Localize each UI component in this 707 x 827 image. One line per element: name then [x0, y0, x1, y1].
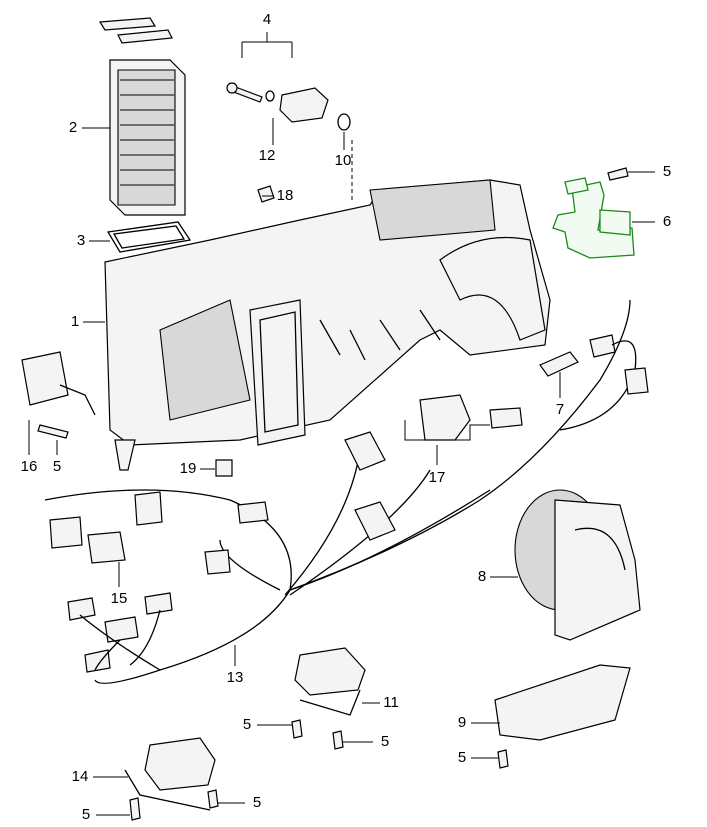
part-cover-9[interactable]: [494, 664, 631, 741]
callout-5[interactable]: 5: [242, 716, 252, 733]
callout-1[interactable]: 1: [70, 313, 80, 330]
part-plug-19[interactable]: [215, 459, 233, 477]
callout-5[interactable]: 5: [52, 458, 62, 475]
callout-5[interactable]: 5: [457, 749, 467, 766]
callout-9[interactable]: 9: [457, 714, 467, 731]
callout-13[interactable]: 13: [226, 669, 244, 686]
part-screw-5-top[interactable]: [607, 167, 629, 181]
part-wiring-harness[interactable]: [44, 299, 631, 684]
callout-14[interactable]: 14: [71, 768, 89, 785]
part-o-ring-10[interactable]: [337, 113, 351, 131]
callout-5[interactable]: 5: [252, 794, 262, 811]
callout-10[interactable]: 10: [334, 152, 352, 169]
part-blower-motor-8[interactable]: [514, 489, 641, 641]
part-actuator-16[interactable]: [21, 351, 96, 439]
callout-17[interactable]: 17: [428, 469, 446, 486]
part-heater-core[interactable]: [98, 17, 186, 216]
callout-5[interactable]: 5: [81, 806, 91, 823]
callout-6[interactable]: 6: [662, 213, 672, 230]
callout-5[interactable]: 5: [662, 163, 672, 180]
callout-7[interactable]: 7: [555, 401, 565, 418]
callout-12[interactable]: 12: [258, 147, 276, 164]
part-heater-housing[interactable]: [104, 179, 551, 471]
part-actuator-14[interactable]: [124, 737, 216, 811]
part-actuator-11[interactable]: [294, 647, 366, 716]
part-sensor-4[interactable]: [226, 82, 329, 123]
part-sensor-7[interactable]: [539, 334, 649, 431]
callout-11[interactable]: 11: [383, 694, 399, 711]
part-clip-18[interactable]: [257, 185, 275, 203]
part-resistor-17[interactable]: [419, 394, 471, 441]
callout-16[interactable]: 16: [20, 458, 38, 475]
callout-3[interactable]: 3: [76, 232, 86, 249]
callout-15[interactable]: 15: [110, 590, 128, 607]
leader-lines: [28, 118, 655, 816]
part-servo-motor-6[interactable]: [552, 177, 635, 259]
part-gasket[interactable]: [106, 221, 192, 253]
callout-18[interactable]: 18: [276, 187, 294, 204]
callout-5[interactable]: 5: [380, 733, 390, 750]
callout-8[interactable]: 8: [477, 568, 487, 585]
callout-19[interactable]: 19: [179, 460, 197, 477]
callout-2[interactable]: 2: [68, 119, 78, 136]
callout-4[interactable]: 4: [262, 11, 272, 28]
